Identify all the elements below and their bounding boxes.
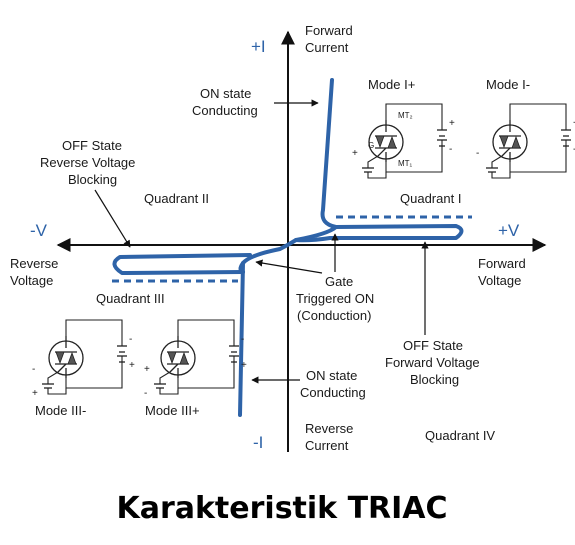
mode-3-minus-label: Mode III- <box>35 403 86 418</box>
off-state-reverse-label: OFF State Reverse Voltage Blocking <box>40 138 139 187</box>
on-state-bottom-label: ON state Conducting <box>300 368 366 400</box>
reverse-blocking-loop <box>112 253 252 275</box>
mode-1-plus-label: Mode I+ <box>368 77 415 92</box>
plus-term-gate: + <box>144 364 150 375</box>
minus-term-gate: - <box>32 364 35 375</box>
reverse-voltage-label: Reverse Voltage <box>10 256 62 288</box>
minus-term: - <box>241 334 244 345</box>
axis-plus-v: +V <box>498 221 520 240</box>
circuit-mode-1-minus: + - - <box>476 103 575 179</box>
reverse-current-label: Reverse Current <box>305 421 357 453</box>
gate-pointer-left <box>255 259 323 274</box>
axis-plus-i: +I <box>251 37 266 56</box>
axis-minus-i: -I <box>253 433 263 452</box>
plus-term-gate: + <box>352 148 358 159</box>
mode-3-plus-label: Mode III+ <box>145 403 200 418</box>
mode-1-minus-label: Mode I- <box>486 77 530 92</box>
minus-term: - <box>129 334 132 345</box>
circuit-mode-3-plus: - + + - <box>144 319 247 399</box>
gate-triggered-label: Gate Triggered ON (Conduction) <box>296 274 378 323</box>
off-state-forward-label: OFF State Forward Voltage Blocking <box>385 338 483 387</box>
quadrant-3-label: Quadrant III <box>96 291 165 306</box>
minus-term-gate: - <box>144 388 147 399</box>
circuit-mode-3-minus: - + - + <box>32 319 135 399</box>
quadrant-4-label: Quadrant IV <box>425 428 495 443</box>
forward-current-label: Forward Current <box>305 23 356 55</box>
gate-term: G <box>368 141 374 150</box>
mt1-term: MT₁ <box>398 159 413 168</box>
mt2-term: MT₂ <box>398 111 413 120</box>
plus-term-gate: + <box>32 388 38 399</box>
circuit-mode-1-plus: MT₂ MT₁ G + - + <box>352 103 455 179</box>
plus-term: + <box>129 360 135 371</box>
forward-voltage-label: Forward Voltage <box>478 256 529 288</box>
plus-term: + <box>573 118 575 129</box>
reverse-knee <box>238 261 245 274</box>
minus-term: - <box>573 144 575 155</box>
plus-term: + <box>241 360 247 371</box>
off-state-reverse-pointer <box>94 189 131 248</box>
quadrant-2-label: Quadrant II <box>144 191 209 206</box>
plus-term: + <box>449 118 455 129</box>
minus-term: - <box>449 144 452 155</box>
forward-blocking-loop <box>294 224 464 243</box>
on-state-top-label: ON state Conducting <box>192 86 258 118</box>
minus-term-gate: - <box>476 148 479 159</box>
axis-minus-v: -V <box>30 221 48 240</box>
quadrant-1-label: Quadrant I <box>400 191 461 206</box>
caption-title: Karakteristik TRIAC <box>116 491 447 526</box>
